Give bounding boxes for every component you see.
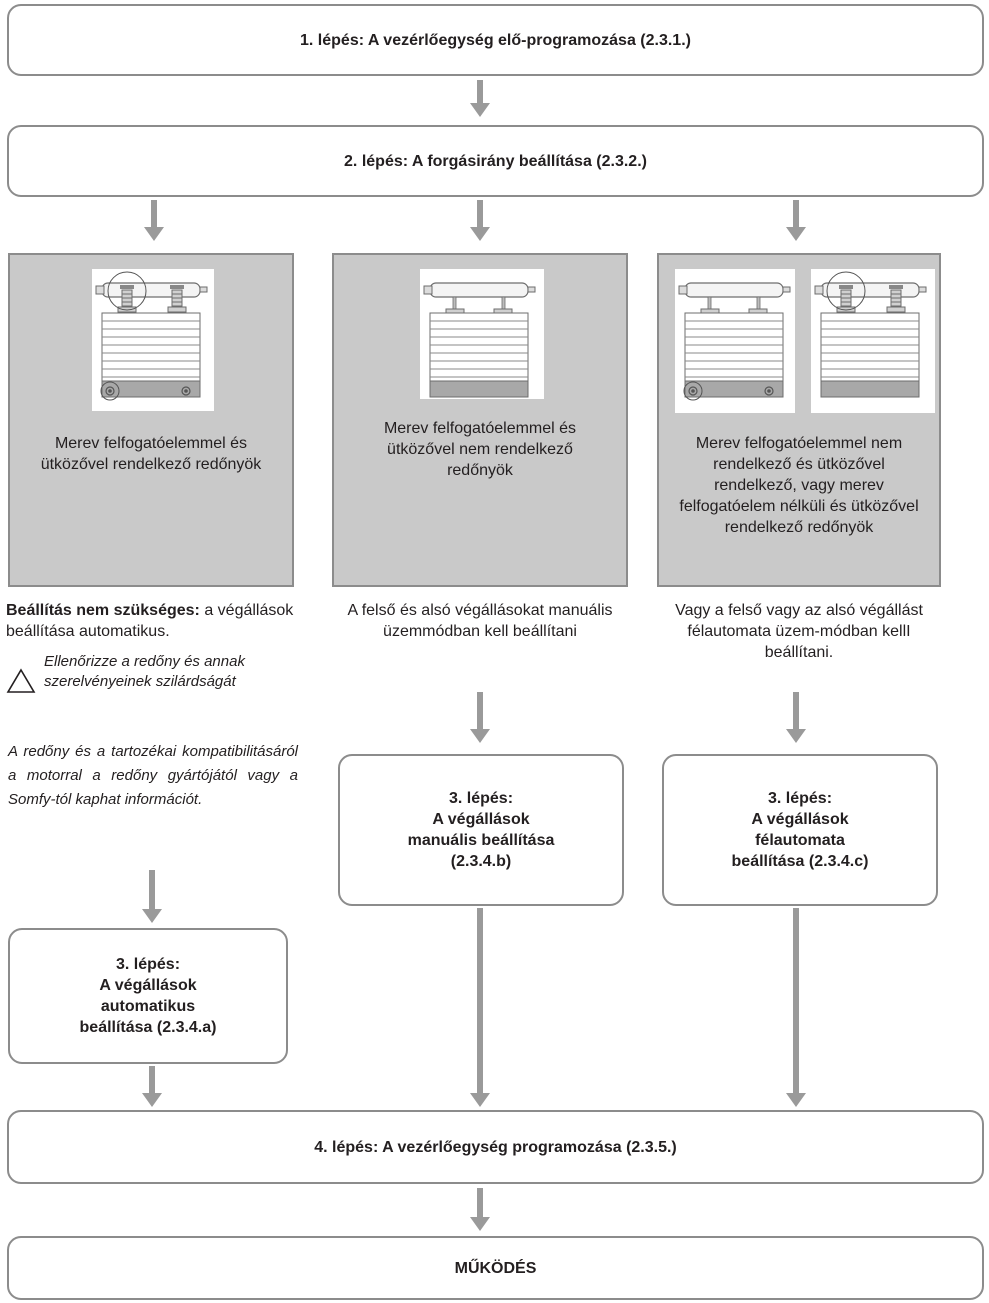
final-operation-box: MŰKÖDÉS <box>7 1236 984 1300</box>
step-3-automatic-line-1: 3. lépés: <box>115 956 181 973</box>
roller-shutter-icon <box>423 282 536 398</box>
step-3-automatic-line-2: A végállások <box>99 977 197 994</box>
step-4-label: 4. lépés: A vezérlőegység programozása (… <box>314 1138 677 1156</box>
roller-shutter-icon <box>95 271 208 401</box>
step-3-manual-line-3: manuális beállítása <box>407 832 555 849</box>
step-3-semiauto-box: 3. lépés: A végállások félautomata beáll… <box>662 754 938 906</box>
step-3-automatic-box: 3. lépés: A végállások automatikus beáll… <box>8 928 288 1064</box>
shutter-right-image-b <box>811 269 935 413</box>
left-description: Beállítás nem szükséges: a végállások be… <box>6 600 296 642</box>
step-2-label: 2. lépés: A forgásirány beállítása (2.3.… <box>344 152 647 170</box>
step-3-semiauto-line-3: félautomata <box>755 832 845 849</box>
step-3-semiauto-line-4: beállítása (2.3.4.c) <box>731 853 869 870</box>
warning-note: Ellenőrizze a redőny és annak szerelvény… <box>44 653 245 690</box>
step-2-box: 2. lépés: A forgásirány beállítása (2.3.… <box>7 125 984 197</box>
step-3-manual-box: 3. lépés: A végállások manuális beállítá… <box>338 754 624 906</box>
compatibility-note: A redőny és a tartozékai kompatibilitásá… <box>8 743 298 808</box>
panel-right-text: Merev felfogatóelemmel nem rendelkező és… <box>679 435 919 536</box>
warning-triangle-icon <box>6 668 36 693</box>
panel-left: Merev felfogatóelemmel és ütközővel rend… <box>8 253 294 587</box>
roller-shutter-icon <box>678 282 791 401</box>
step-4-box: 4. lépés: A vezérlőegység programozása (… <box>7 1110 984 1184</box>
roller-shutter-icon <box>814 271 927 398</box>
step-3-manual-line-1: 3. lépés: <box>448 790 514 807</box>
step-1-box: 1. lépés: A vezérlőegység elő-programozá… <box>7 4 984 76</box>
middle-description: A felső és alsó végállásokat manuális üz… <box>347 602 613 640</box>
step-3-semiauto-line-2: A végállások <box>751 811 849 828</box>
step-3-automatic-line-4: beállítása (2.3.4.a) <box>79 1019 217 1036</box>
left-description-rest: a végállások beállítása automatikus. <box>6 602 294 640</box>
panel-right: Merev felfogatóelemmel nem rendelkező és… <box>657 253 941 587</box>
shutter-left-image <box>92 269 214 411</box>
left-description-bold: Beállítás nem szükséges: <box>6 602 200 619</box>
step-1-label: 1. lépés: A vezérlőegység elő-programozá… <box>300 31 691 49</box>
panel-middle-text: Merev felfogatóelemmel és ütközővel nem … <box>383 420 577 479</box>
right-description: Vagy a felső vagy az alsó végállást féla… <box>675 602 923 661</box>
step-3-manual-line-2: A végállások <box>432 811 530 828</box>
panel-left-text: Merev felfogatóelemmel és ütközővel rend… <box>40 435 262 473</box>
final-operation-label: MŰKÖDÉS <box>454 1259 537 1277</box>
step-3-manual-line-4: (2.3.4.b) <box>450 853 512 870</box>
panel-middle: Merev felfogatóelemmel és ütközővel nem … <box>332 253 628 587</box>
step-3-semiauto-line-1: 3. lépés: <box>767 790 833 807</box>
shutter-middle-image <box>420 269 544 399</box>
shutter-right-image-a <box>675 269 795 413</box>
step-3-automatic-line-3: automatikus <box>100 998 196 1015</box>
